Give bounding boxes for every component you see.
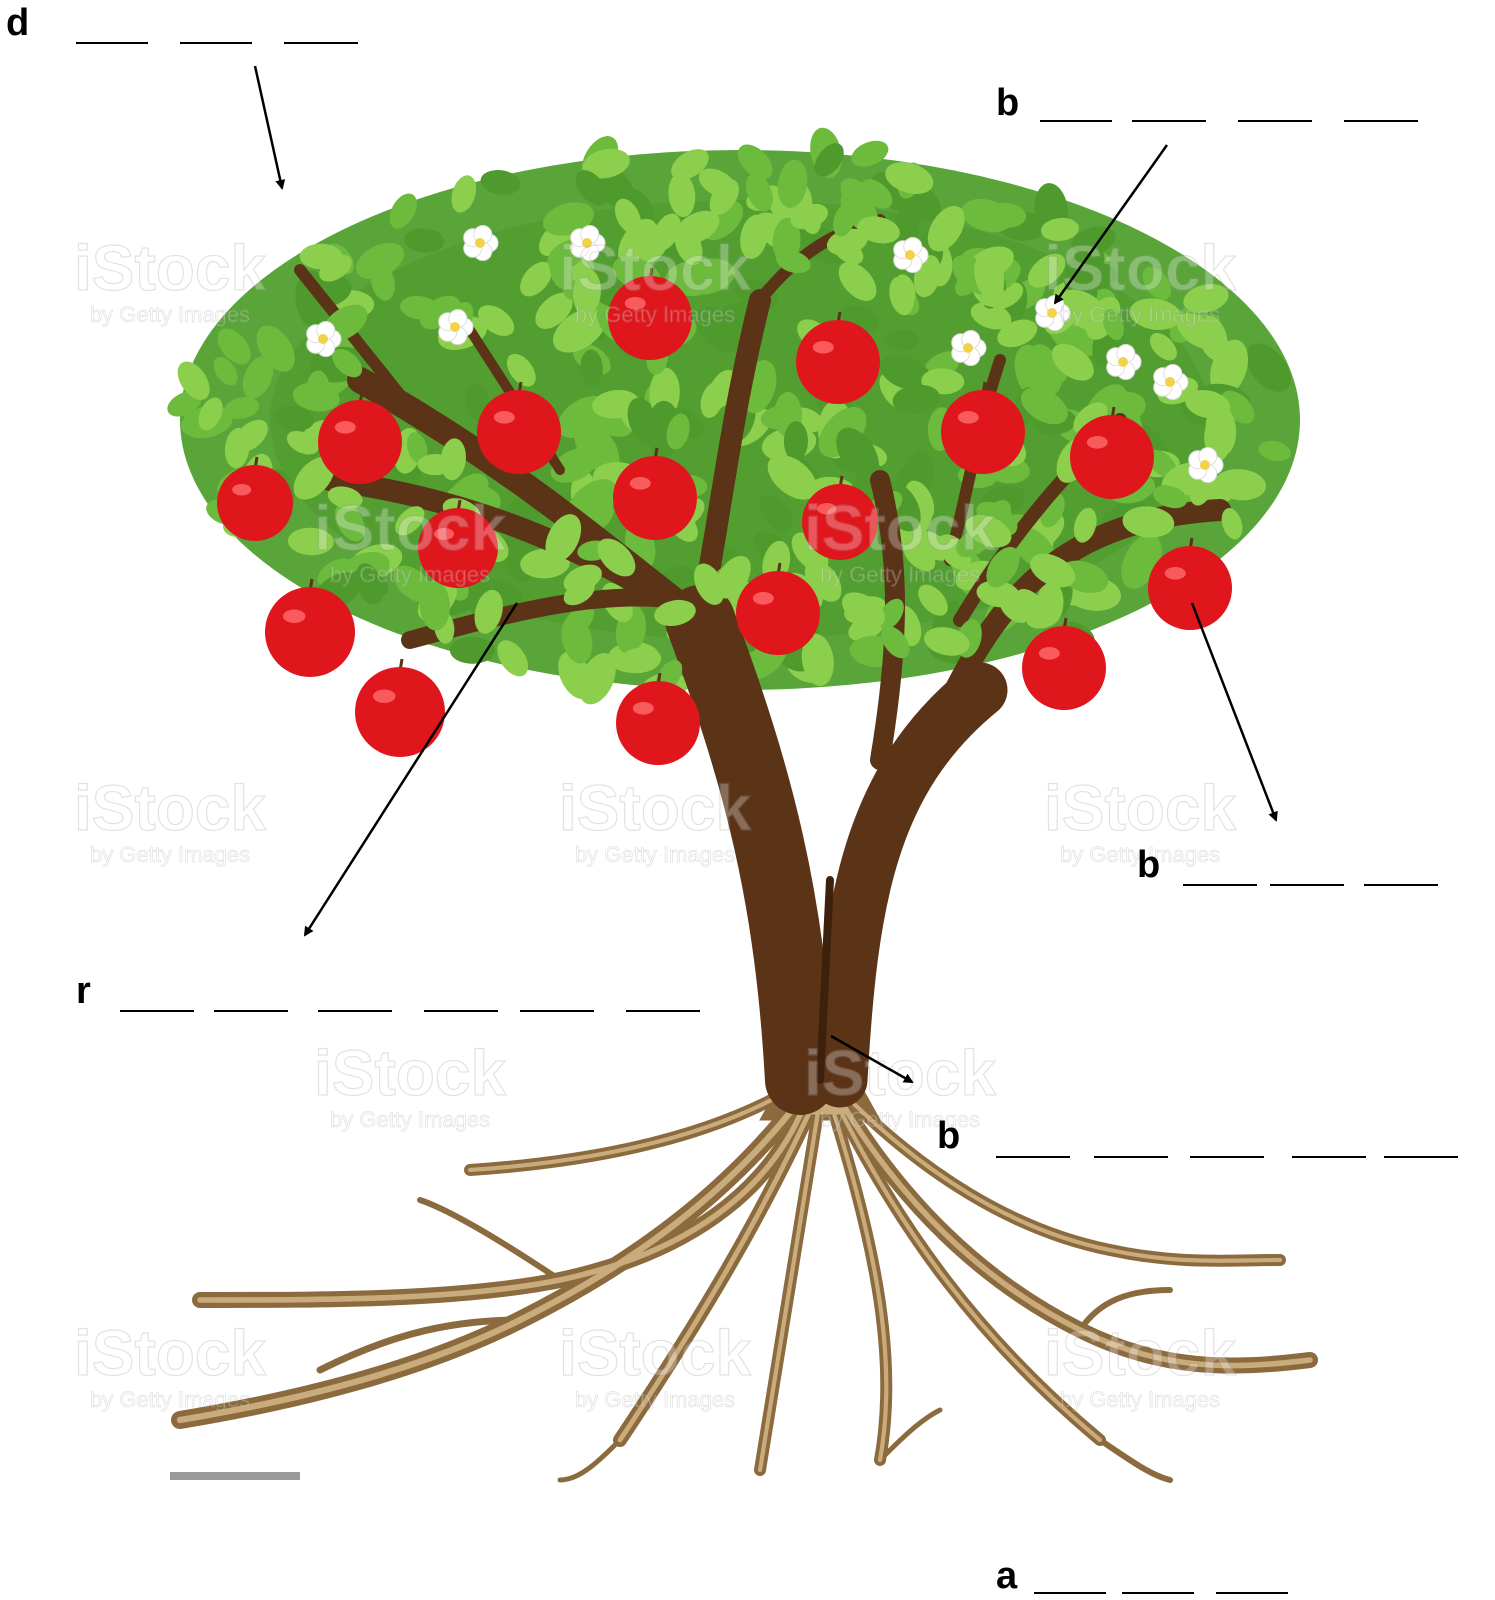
- svg-text:iStock: iStock: [1044, 232, 1236, 304]
- answer-blank[interactable]: [1190, 1156, 1264, 1158]
- svg-text:iStock: iStock: [314, 1037, 506, 1109]
- svg-text:iStock: iStock: [1044, 772, 1236, 844]
- svg-text:iStock: iStock: [559, 232, 751, 304]
- answer-blank[interactable]: [424, 1010, 498, 1012]
- svg-text:iStock: iStock: [804, 1037, 996, 1109]
- svg-text:by Getty Images: by Getty Images: [90, 842, 250, 867]
- svg-text:by Getty Images: by Getty Images: [575, 1387, 735, 1412]
- answer-blank[interactable]: [1384, 1156, 1458, 1158]
- answer-blank[interactable]: [318, 1010, 392, 1012]
- svg-text:by Getty Images: by Getty Images: [575, 302, 735, 327]
- answer-blank[interactable]: [996, 1156, 1070, 1158]
- label-fruit-letter: b: [1137, 846, 1160, 884]
- answer-blank[interactable]: [1094, 1156, 1168, 1158]
- svg-text:by Getty Images: by Getty Images: [90, 1387, 250, 1412]
- answer-blank[interactable]: [1292, 1156, 1366, 1158]
- answer-blank[interactable]: [284, 42, 358, 44]
- svg-text:iStock: iStock: [1044, 1317, 1236, 1389]
- svg-text:by Getty Images: by Getty Images: [575, 842, 735, 867]
- label-roots-letter: a: [996, 1557, 1017, 1595]
- svg-text:by Getty Images: by Getty Images: [1060, 1387, 1220, 1412]
- svg-text:by Getty Images: by Getty Images: [1060, 302, 1220, 327]
- answer-blank[interactable]: [626, 1010, 700, 1012]
- svg-text:iStock: iStock: [74, 1317, 266, 1389]
- answer-blank[interactable]: [1270, 884, 1344, 886]
- svg-text:by Getty Images: by Getty Images: [90, 302, 250, 327]
- roots: [180, 1075, 1310, 1480]
- svg-text:iStock: iStock: [74, 232, 266, 304]
- answer-blank[interactable]: [1216, 1592, 1288, 1594]
- apple: [355, 659, 445, 757]
- image-strip: [170, 1472, 300, 1480]
- svg-text:iStock: iStock: [74, 772, 266, 844]
- label-blossom-letter: b: [996, 84, 1019, 122]
- answer-blank[interactable]: [1183, 884, 1257, 886]
- answer-blank[interactable]: [520, 1010, 594, 1012]
- svg-text:iStock: iStock: [559, 772, 751, 844]
- answer-blank[interactable]: [1132, 120, 1206, 122]
- answer-blank[interactable]: [180, 42, 252, 44]
- svg-text:by Getty Images: by Getty Images: [330, 562, 490, 587]
- answer-blank[interactable]: [214, 1010, 288, 1012]
- answer-blank[interactable]: [1238, 120, 1312, 122]
- label-trunk-letter: b: [937, 1117, 960, 1155]
- answer-blank[interactable]: [1122, 1592, 1194, 1594]
- answer-blank[interactable]: [1344, 120, 1418, 122]
- answer-blank[interactable]: [120, 1010, 194, 1012]
- svg-text:by Getty Images: by Getty Images: [820, 562, 980, 587]
- label-leaves-letter: d: [6, 4, 29, 42]
- svg-text:iStock: iStock: [314, 492, 506, 564]
- svg-text:by Getty Images: by Getty Images: [330, 1107, 490, 1132]
- svg-text:iStock: iStock: [804, 492, 996, 564]
- answer-blank[interactable]: [76, 42, 148, 44]
- answer-blank[interactable]: [1040, 120, 1112, 122]
- arrow-leaves: [255, 66, 282, 188]
- label-branch-letter: r: [76, 972, 91, 1010]
- answer-blank[interactable]: [1034, 1592, 1106, 1594]
- answer-blank[interactable]: [1364, 884, 1438, 886]
- svg-text:iStock: iStock: [559, 1317, 751, 1389]
